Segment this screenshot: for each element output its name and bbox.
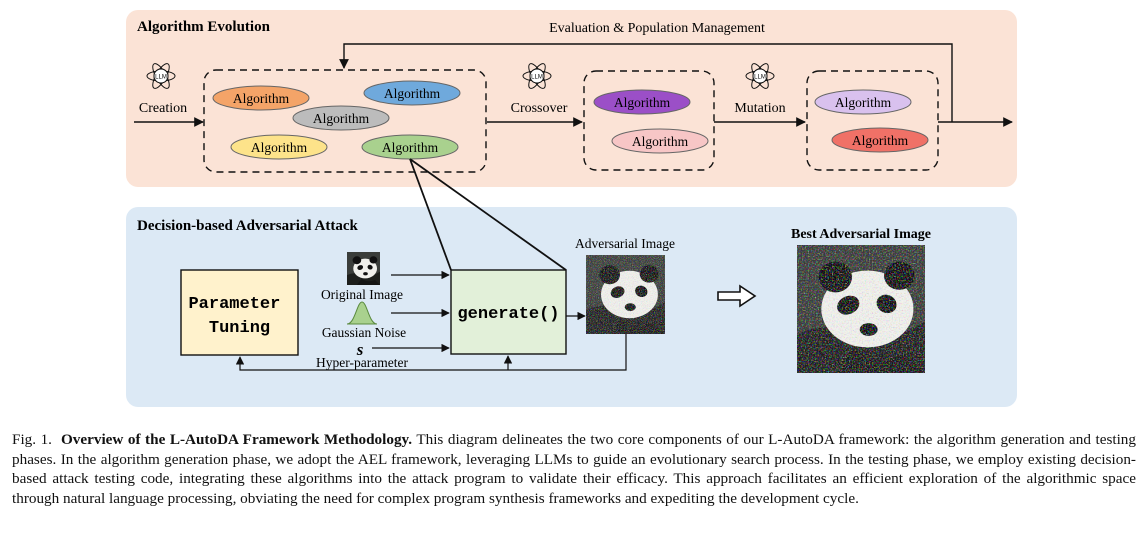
crossover-algorithm-2: Algorithm (611, 128, 709, 154)
evolution-panel (126, 10, 1017, 187)
caption-label: Fig. 1. (12, 431, 52, 448)
figure-caption: Fig. 1. Overview of the L-AutoDA Framewo… (12, 430, 1136, 508)
feedback-arrow (339, 43, 953, 122)
attack-feedback-loop (235, 334, 627, 371)
algorithm-label: Algorithm (852, 133, 909, 148)
population-algorithm-4: Algorithm (230, 134, 328, 160)
algorithm-label: Algorithm (233, 91, 290, 106)
generate-label: generate() (457, 305, 559, 324)
adversarial-image-label: Adversarial Image (575, 236, 675, 251)
algorithm-label: Algorithm (313, 111, 370, 126)
gaussian-curve-icon (346, 301, 378, 325)
parameter-tuning-box (180, 269, 299, 356)
llm-badge-text: LLM (754, 75, 766, 81)
zoom-line-right (409, 158, 567, 271)
algorithm-label: Algorithm (382, 140, 439, 155)
llm-icon-crossover: LLM (522, 60, 552, 92)
llm-icon-mutation: LLM (745, 60, 775, 92)
population-algorithm-3: Algorithm (292, 105, 390, 131)
original-image-label: Original Image (321, 287, 403, 302)
crossover-box (583, 70, 715, 171)
mutation-algorithm-2: Algorithm (831, 127, 929, 153)
framework-diagram: Algorithm Evolution Evaluation & Populat… (126, 10, 1017, 407)
attack-title: Decision-based Adversarial Attack (137, 218, 358, 234)
original-image-thumbnail (347, 252, 380, 285)
parameter-word: Parameter (188, 295, 280, 314)
caption-bold-title: Overview of the L-AutoDA Framework Metho… (60, 431, 413, 448)
zoom-line-left (409, 158, 452, 271)
llm-badge-text: LLM (155, 75, 167, 81)
population-algorithm-1: Algorithm (212, 85, 310, 111)
eval-label: Evaluation & Population Management (549, 21, 765, 36)
algorithm-label: Algorithm (251, 140, 308, 155)
algorithm-label: Algorithm (384, 86, 441, 101)
population-box (203, 69, 487, 173)
creation-label: Creation (139, 101, 187, 116)
llm-icon-creation: LLM (146, 60, 176, 92)
best-adversarial-image (797, 245, 925, 373)
algorithm-label: Algorithm (614, 95, 671, 110)
s-symbol: s (356, 340, 364, 359)
tuning-word: Tuning (209, 319, 270, 338)
hyper-parameter-label: Hyper-parameter (316, 355, 408, 370)
adversarial-image (586, 255, 665, 334)
crossover-algorithm-1: Algorithm (593, 89, 691, 115)
gaussian-noise-label: Gaussian Noise (322, 325, 406, 340)
implies-arrow (717, 284, 757, 308)
evolution-title: Algorithm Evolution (137, 19, 271, 35)
population-algorithm-2: Algorithm (363, 80, 461, 106)
mutation-box (806, 70, 939, 171)
crossover-label: Crossover (511, 101, 568, 116)
mutation-algorithm-1: Algorithm (814, 89, 912, 115)
population-algorithm-5: Algorithm (361, 134, 459, 160)
algorithm-label: Algorithm (632, 134, 689, 149)
mutation-label: Mutation (734, 101, 785, 116)
algorithm-label: Algorithm (835, 95, 892, 110)
caption-text: This diagram delineates the two core com… (12, 431, 1136, 507)
parameter-tuning-label: Parameter Tuning (188, 295, 290, 338)
best-adversarial-image-label: Best Adversarial Image (791, 227, 931, 242)
generate-box (450, 269, 567, 355)
llm-badge-text: LLM (531, 75, 543, 81)
